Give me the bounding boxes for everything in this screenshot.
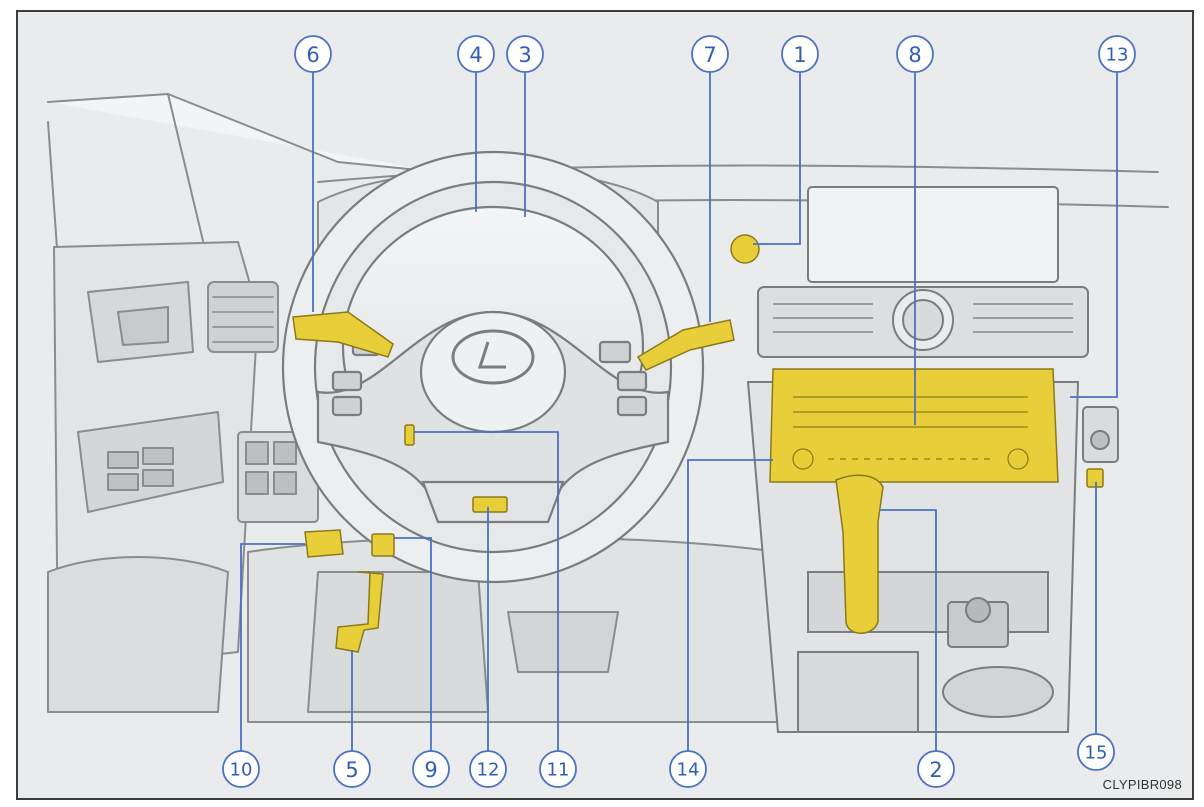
callout-13: 13 — [1106, 45, 1129, 66]
callout-10: 10 — [230, 760, 253, 781]
image-code: CLYPIBR098 — [1102, 777, 1182, 792]
callout-7: 7 — [703, 43, 716, 67]
callout-4: 4 — [469, 43, 482, 67]
callout-8: 8 — [908, 43, 921, 67]
callout-15: 15 — [1085, 743, 1108, 764]
callout-3: 3 — [518, 43, 531, 67]
diagram-frame: 6 4 3 7 1 8 13 10 5 9 12 11 14 2 15 CLYP… — [16, 10, 1194, 800]
callout-14: 14 — [677, 760, 700, 781]
callout-11: 11 — [547, 760, 570, 781]
callout-1: 1 — [793, 43, 806, 67]
callout-9: 9 — [424, 758, 437, 782]
callout-2: 2 — [929, 758, 942, 782]
callout-6: 6 — [306, 43, 319, 67]
dashboard-illustration: 6 4 3 7 1 8 13 10 5 9 12 11 14 2 15 — [47, 35, 1169, 788]
callout-12: 12 — [477, 760, 500, 781]
callout-5: 5 — [345, 758, 358, 782]
